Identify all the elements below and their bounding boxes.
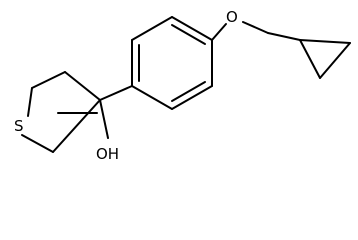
bond-c4-c5 — [64, 71, 101, 101]
thiolane-ring — [21, 71, 101, 153]
cyclopropyl-bond-4 — [299, 39, 351, 44]
cyclopropyl-bond-3 — [319, 42, 351, 79]
benzene-bond-2 — [131, 16, 173, 41]
cyclopropyl-ring — [267, 32, 351, 79]
ether-oxygen-label: O — [226, 8, 238, 26]
bond-c-s-upper — [27, 87, 33, 117]
benzene-ring — [131, 16, 213, 110]
bond-c2-c3 — [52, 99, 101, 153]
bond-phenyl-o — [211, 23, 227, 41]
cyclopropyl-bond-2 — [299, 39, 321, 79]
sulfur-label: S — [14, 117, 24, 135]
bond-c3-phenyl — [99, 85, 133, 101]
hydroxyl-label: OH — [96, 145, 119, 163]
bond-o-cyclopropyl — [242, 21, 269, 34]
bond-c5-c4b — [31, 71, 66, 89]
bond-c3-oh — [99, 99, 109, 139]
bond-s-c-lower — [21, 134, 54, 153]
chemical-structure-diagram: S OH O — [14, 8, 351, 163]
benzene-bond-3 — [171, 16, 213, 41]
benzene-double-bond-3 — [171, 81, 206, 102]
benzene-bond-6 — [131, 85, 173, 110]
benzene-double-bond-2 — [171, 24, 206, 45]
cyclopropyl-bond-1 — [267, 32, 301, 41]
benzene-bond-5 — [171, 85, 213, 110]
